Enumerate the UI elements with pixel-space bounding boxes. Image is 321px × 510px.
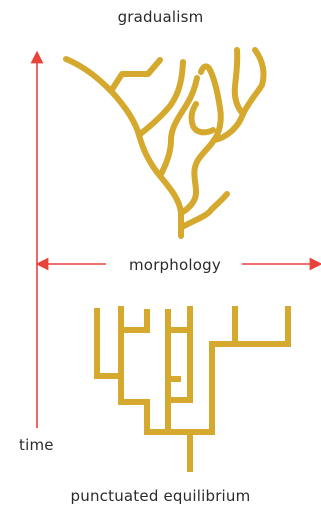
pe-branch: [121, 312, 147, 330]
gradualism-tree: [66, 50, 264, 236]
punctuated-equilibrium-label: punctuated equilibrium: [0, 487, 321, 505]
gradualism-trunk: [66, 59, 181, 236]
gradualism-label: gradualism: [0, 8, 321, 26]
pe-branch: [212, 309, 288, 344]
axes: [37, 57, 316, 428]
time-axis-label: time: [19, 436, 54, 454]
gradualism-branch: [192, 104, 213, 132]
gradualism-branch: [111, 60, 160, 91]
punctuated-equilibrium-tree: [97, 309, 288, 469]
morphology-axis-label: morphology: [127, 256, 223, 274]
gradualism-branch: [235, 50, 243, 114]
